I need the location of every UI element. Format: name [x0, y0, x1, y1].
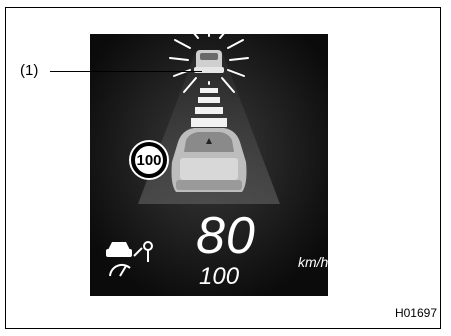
callout-label: (1)	[20, 62, 38, 79]
current-speed: 80	[196, 210, 256, 262]
callout-leader-line	[50, 71, 202, 72]
speed-limit-value: 100	[136, 152, 161, 169]
figure-reference-code: H01697	[395, 306, 437, 320]
set-speed: 100	[199, 265, 239, 289]
speed-unit: km/h	[298, 254, 328, 270]
own-vehicle-icon	[172, 128, 247, 192]
lead-vehicle-icon	[194, 50, 224, 73]
speed-limit-sign-icon: 100	[131, 142, 167, 178]
